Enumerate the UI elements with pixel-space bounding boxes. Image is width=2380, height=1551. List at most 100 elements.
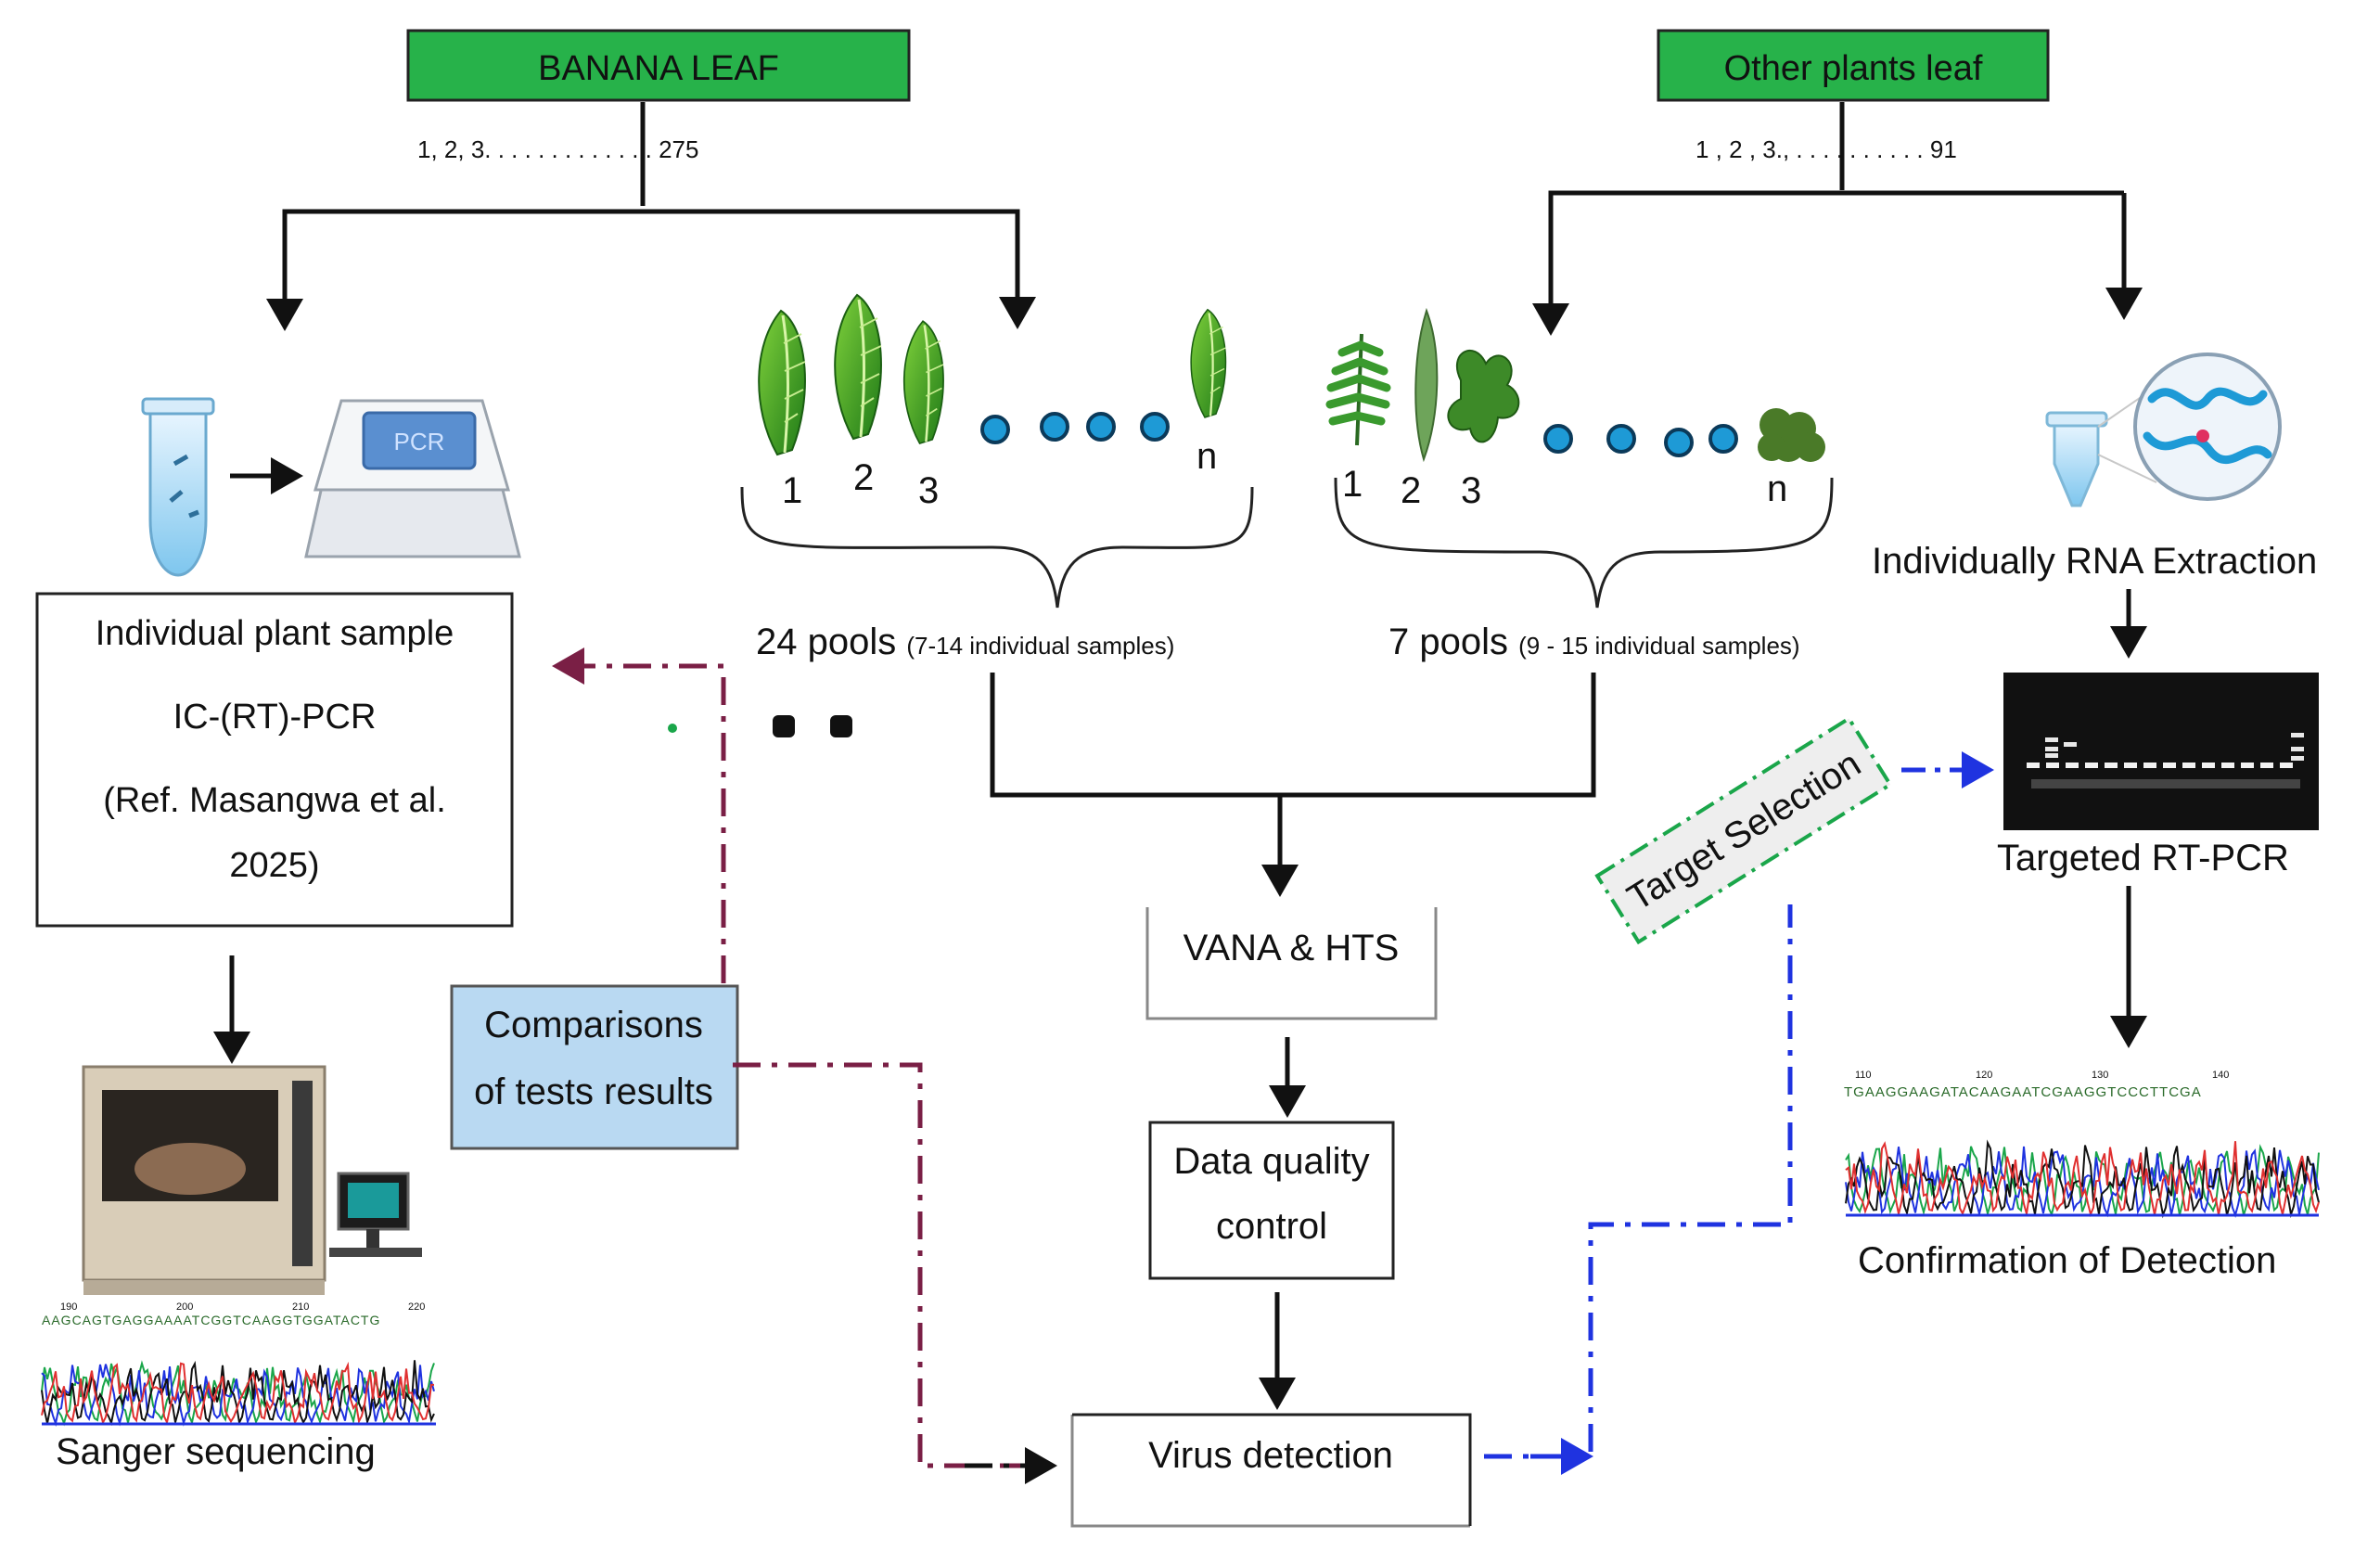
other-pools-label: 7 pools (9 - 15 individual samples) [1388,622,1800,662]
gel-ladder-band [2064,742,2077,747]
target-selection-label: Target Selection [1620,743,1868,918]
gel-bands [2027,733,2304,788]
gel-ladder-band [2045,753,2058,758]
gel-band [2260,763,2273,768]
gel-band [2066,763,2079,768]
gel-band [2163,763,2176,768]
other-pools-detail: (9 - 15 individual samples) [1518,632,1799,660]
gel-band [2280,763,2293,768]
clover-leaf-icon [1758,408,1825,462]
sanger-axis-220: 220 [408,1301,425,1313]
gel-band [2143,763,2156,768]
other-sample-range: 1 , 2 , 3., . . . . . . . . . . 91 [1695,135,1957,163]
other-leaf-label-2: 2 [1401,470,1421,511]
banana-leaf-label-1: 1 [782,470,802,511]
ellipsis-dot [1606,424,1636,454]
pools-merge-line [990,673,1596,798]
confirmation-label: Confirmation of Detection [1858,1240,2276,1281]
chromatogram-trace [1845,1141,2320,1218]
rna-tube-icon [2045,389,2157,507]
rna-strand-icon [2133,352,2282,501]
other-leaf-label-1: 1 [1342,464,1363,505]
banana-leaf-title: BANANA LEAF [538,49,779,88]
sanger-axis-210: 210 [292,1301,309,1313]
gel-ladder-band [2291,733,2304,737]
pcr-machine-icon: PCR [304,399,521,558]
sample-tube-icon [141,397,215,577]
banana-pool-brace [740,486,1254,609]
gel-ladder-band [2291,756,2304,761]
data-quality-line-1: Data quality [1173,1141,1369,1182]
ellipsis-dot [980,415,1010,444]
gel-band [2046,763,2059,768]
individual-line-3: (Ref. Masangwa et al. [103,781,446,820]
comparisons-feedback-line [552,647,726,983]
ellipsis-dot [1040,412,1069,442]
other-pools-count: 7 pools [1388,622,1518,662]
pcr-label: PCR [394,428,445,455]
comparisons-to-virus-line [733,1062,1048,1468]
ellipsis-dot [1664,428,1694,457]
other-leaf-label-n: n [1767,468,1787,509]
individual-line-1: Individual plant sample [96,614,454,653]
individual-line-2: IC-(RT)-PCR [173,698,377,737]
chromatogram-trace [41,1361,434,1426]
targeted-rtpcr-label: Targeted RT-PCR [1997,838,2289,878]
other-leaf-label-3: 3 [1461,470,1481,511]
gel-band [2027,763,2040,768]
green-marker-dot [668,724,677,733]
other-pool-brace [1334,477,1834,609]
ellipsis-dot [1086,412,1116,442]
banana-pools-detail: (7-14 individual samples) [906,632,1174,660]
gel-band [2124,763,2137,768]
vana-hts-label: VANA & HTS [1184,928,1400,968]
banana-leaf-icon-3 [902,319,945,445]
banana-leaf-icon-2 [833,293,883,441]
sanger-sequencer-icon [82,1065,422,1295]
gel-ladder-band [2045,747,2058,751]
gel-band [2182,763,2195,768]
gel-smear [2031,779,2300,788]
individual-sample-box [35,592,514,928]
sanger-axis-190: 190 [60,1301,77,1313]
ivy-leaf-icon [1447,350,1520,443]
sanger-chromatogram [41,1360,436,1428]
vana-hts-box [1145,907,1438,1020]
other-split-bar [1548,190,2124,329]
other-plants-title: Other plants leaf [1724,49,1983,88]
target-selection-tag: Target Selection [1594,715,1893,945]
ellipsis-dot [1140,412,1170,442]
banana-leaf-icon-n [1190,308,1227,419]
virus-detection-box-edge [1072,1413,1472,1526]
banana-leaf-label-n: n [1196,436,1217,477]
banana-leaf-label-2: 2 [853,457,874,498]
banana-split-bar [282,209,1036,329]
virus-detection-box [1070,1415,1470,1528]
sanger-axis-200: 200 [176,1301,193,1313]
confirm-axis-140: 140 [2212,1070,2229,1081]
banana-leaf-header [406,29,911,102]
comparisons-line-2: of tests results [474,1071,713,1112]
rna-extraction-label: Individually RNA Extraction [1872,541,2317,582]
black-marker-square [830,715,852,737]
black-marker-square [773,715,795,737]
gel-ladder-band [2291,747,2304,751]
ellipsis-dot [1543,424,1573,454]
confirm-chromatogram [1845,1139,2320,1219]
gel-band [2241,763,2254,768]
chromatogram-trace [41,1364,435,1428]
gel-band [2221,763,2234,768]
confirm-sequence: TGAAGGAAGATACAAGAATCGAAGGTCCCTTCGA [1844,1084,2202,1100]
banana-pools-label: 24 pools (7-14 individual samples) [756,622,1174,662]
data-quality-box [1148,1121,1395,1280]
confirm-axis-120: 120 [1976,1070,1992,1081]
fern-leaf-icon [1325,333,1391,446]
ellipsis-dot [1708,424,1738,454]
gel-band [2085,763,2098,768]
data-quality-line-2: control [1216,1206,1327,1247]
sanger-sequence: AAGCAGTGAGGAAAATCGGTCAAGGTGGATACTG [42,1313,380,1327]
comparisons-box [450,984,739,1150]
confirm-axis-110: 110 [1855,1070,1872,1081]
comparisons-line-1: Comparisons [484,1005,703,1045]
